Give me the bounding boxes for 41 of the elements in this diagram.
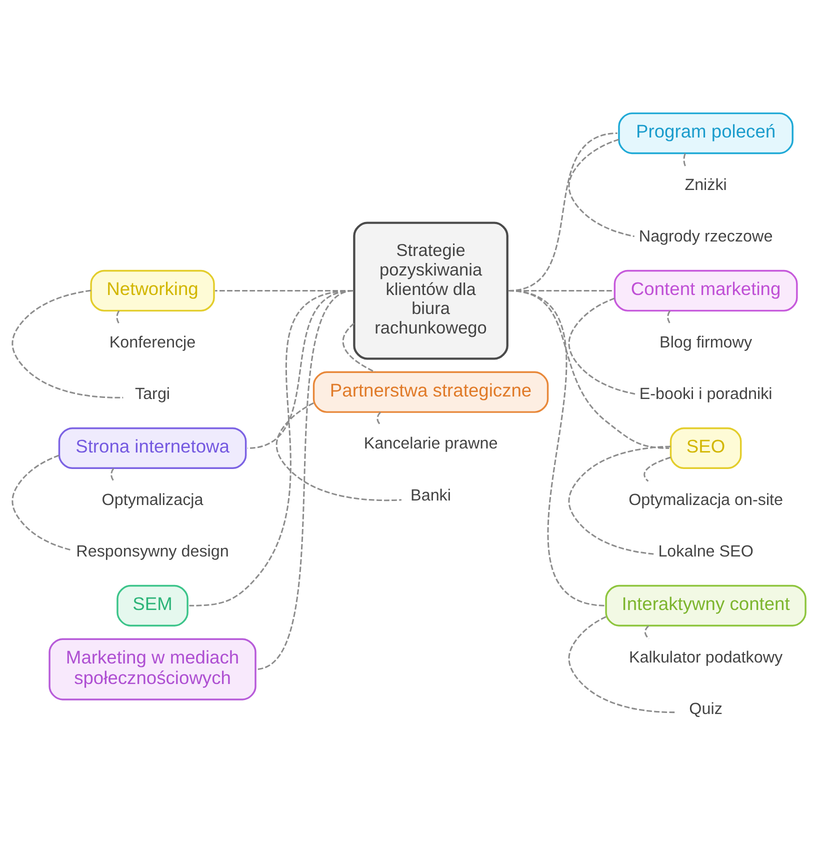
node-text: Lokalne SEO [658, 542, 754, 560]
node-text: Zniżki [684, 175, 727, 194]
node-text: Optymalizacja on-site [628, 490, 784, 508]
node-text: Responsywny design [76, 542, 229, 560]
connector [667, 310, 671, 324]
node-box: Partnerstwa strategiczne [312, 370, 549, 412]
node-text: Kancelarie prawne [364, 434, 498, 452]
node-box: Strona internetowa [58, 426, 247, 468]
node-box: Strategie pozyskiwania klientów dla biura rachunkowego [353, 221, 508, 360]
node-box: SEO [670, 426, 742, 468]
node-text: Quiz [689, 700, 722, 718]
node-box: Networking [90, 269, 215, 312]
node-text: Kalkulator podatkowy [629, 648, 783, 666]
node-box: SEM [116, 584, 188, 626]
connector [568, 616, 677, 713]
node-box: Marketing w mediach społecznościowych [48, 638, 256, 700]
node-text: Targi [135, 384, 170, 403]
connector [276, 402, 402, 501]
connector [110, 467, 114, 482]
node-text: Optymalizacja [102, 490, 204, 508]
connector [255, 290, 354, 670]
connector [342, 322, 376, 372]
connector [376, 411, 382, 426]
node-text: Blog firmowy [660, 332, 752, 351]
node-box: Program poleceń [618, 112, 794, 154]
node-box: Interaktywny content [605, 584, 806, 626]
node-text: Konferencje [109, 332, 196, 351]
node-box: Content marketing [614, 269, 798, 312]
node-text: Banki [410, 486, 451, 504]
connector [568, 138, 634, 237]
node-text: Nagrody rzeczowe [638, 227, 773, 246]
connector [644, 456, 671, 482]
connector [683, 152, 686, 166]
connector [12, 289, 124, 398]
connector [12, 454, 72, 550]
connector [568, 297, 636, 394]
connector [568, 445, 671, 554]
connector [116, 310, 120, 324]
node-text: E-booki i poradniki [639, 384, 772, 403]
connector [644, 624, 650, 639]
connector [508, 290, 606, 606]
